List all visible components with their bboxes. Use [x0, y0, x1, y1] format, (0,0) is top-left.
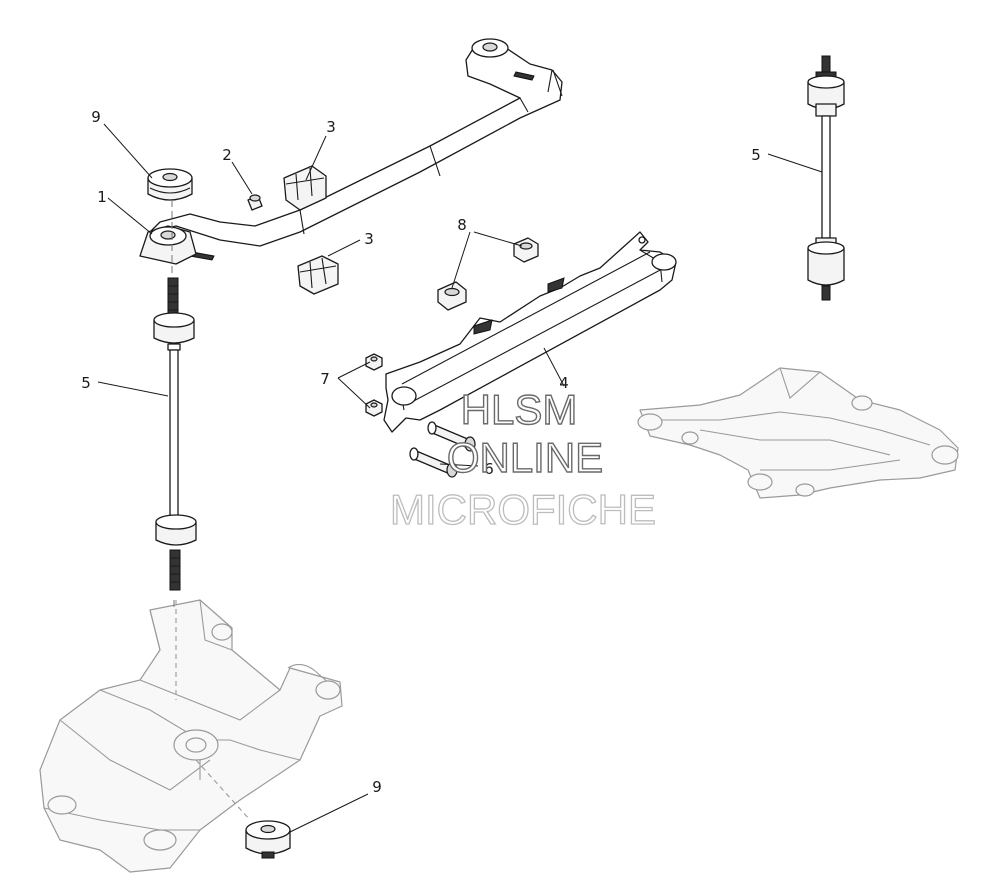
- bushing-8-right: [513, 237, 539, 263]
- bushing-9-lower: [245, 820, 291, 859]
- grease-fitting-2: [247, 194, 263, 211]
- callout-3-upper: 3: [326, 118, 336, 136]
- nut-7-upper: [365, 353, 383, 371]
- callout-2: 2: [222, 146, 232, 164]
- callout-6: 6: [484, 460, 494, 478]
- callout-3-lower: 3: [364, 230, 374, 248]
- leader-lines: [97, 123, 823, 833]
- bolt-6-upper: [427, 421, 476, 452]
- callout-5-right: 5: [751, 146, 761, 164]
- bushing-9-upper: [147, 168, 193, 201]
- callout-labels: 9 1 2 3 3 8 7 4 5 5 6 9: [81, 108, 761, 796]
- clamp-bushing-3-upper: [283, 165, 327, 211]
- clamp-bushing-3-lower: [297, 255, 339, 295]
- ghost-frame-lower-left: [39, 599, 343, 873]
- watermark: HLSM ONLINE MICROFICHE: [389, 385, 656, 533]
- stabilizer-link-5-left: [153, 200, 197, 610]
- stabilizer-link-5-right: [807, 55, 845, 301]
- callout-9-lower: 9: [372, 778, 382, 796]
- bushing-8-left: [437, 281, 467, 311]
- callout-1: 1: [97, 188, 107, 206]
- bolt-6-lower: [409, 447, 458, 478]
- callout-9-upper: 9: [91, 108, 101, 126]
- stabilizer-bar: [149, 38, 563, 261]
- watermark-line-1: HLSM: [461, 386, 578, 433]
- callout-5-left: 5: [81, 374, 91, 392]
- callout-4: 4: [559, 374, 569, 392]
- callout-8: 8: [457, 216, 467, 234]
- callout-7: 7: [320, 370, 330, 388]
- watermark-line-3: MICROFICHE: [390, 486, 656, 533]
- ghost-frame-right: [637, 367, 959, 499]
- mounting-bracket-4: [383, 231, 677, 433]
- nut-7-lower: [365, 399, 383, 417]
- watermark-line-2: ONLINE: [447, 434, 603, 481]
